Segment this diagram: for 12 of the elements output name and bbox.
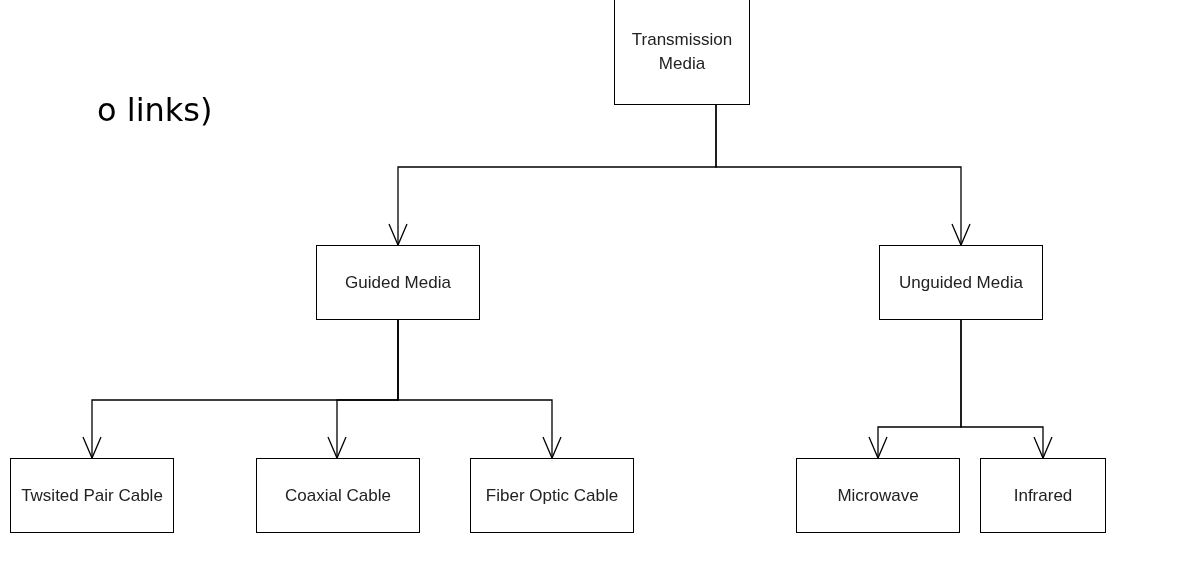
arrow [960,319,1053,459]
category-box: Twsited Pair Cable [10,458,174,533]
arrow [397,319,562,459]
category-box: Coaxial Cable [256,458,420,533]
category-box: Unguided Media [879,245,1043,320]
category-box: Microwave [796,458,960,533]
category-box: Transmission Media [614,0,750,105]
slide-text: o links) [97,90,213,131]
category-box: Guided Media [316,245,480,320]
category-box: Infrared [980,458,1106,533]
arrow [715,104,971,246]
category-box: Fiber Optic Cable [470,458,634,533]
